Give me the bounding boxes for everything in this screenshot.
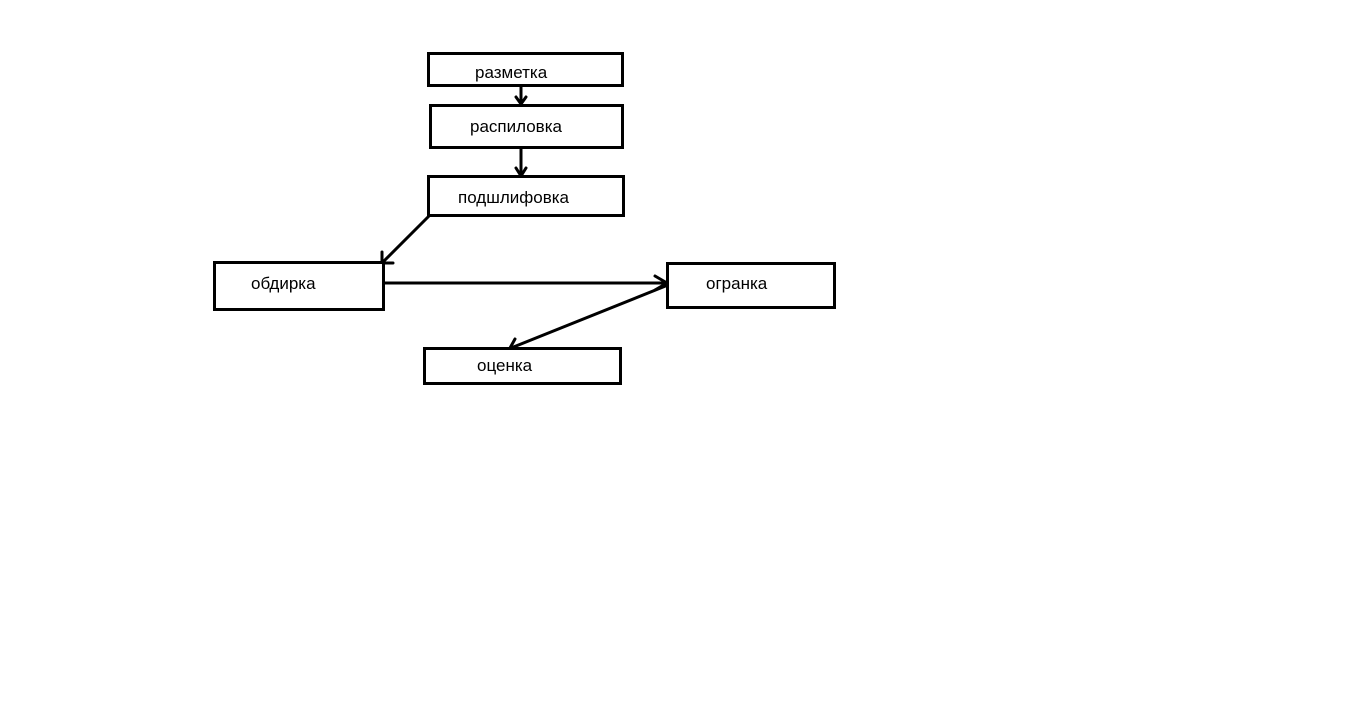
node-label-podshlifovka: подшлифовка bbox=[458, 188, 569, 207]
node-label-ogranka: огранка bbox=[706, 274, 768, 293]
edge-ogranka-otsenka bbox=[509, 283, 670, 350]
node-razmetka: разметка bbox=[427, 52, 624, 87]
node-label-raspilovka: распиловка bbox=[470, 117, 562, 136]
node-label-razmetka: разметка bbox=[475, 63, 548, 82]
node-obdirka: обдирка bbox=[213, 261, 385, 311]
node-label-obdirka: обдирка bbox=[251, 274, 316, 293]
node-ogranka: огранка bbox=[666, 262, 836, 309]
node-raspilovka: распиловка bbox=[429, 104, 624, 149]
node-otsenka: оценка bbox=[423, 347, 622, 385]
node-label-otsenka: оценка bbox=[477, 356, 533, 375]
node-podshlifovka: подшлифовка bbox=[427, 175, 625, 217]
edge-podshlifovka-obdirka bbox=[380, 214, 431, 265]
